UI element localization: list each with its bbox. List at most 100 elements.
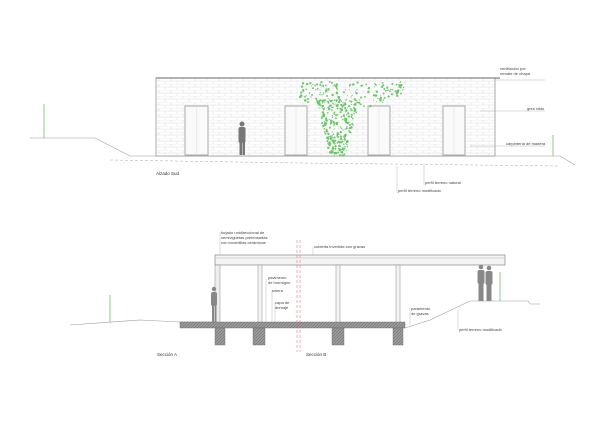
leaf	[346, 134, 348, 136]
leaf	[392, 89, 394, 91]
leaf	[327, 142, 329, 145]
label-modified-terrain: perfil terreno modificado	[398, 188, 441, 193]
floor-slab	[179, 321, 406, 329]
leaf	[326, 140, 329, 143]
leaf	[395, 91, 399, 94]
label-line: remate de chapa	[500, 71, 531, 76]
leaf	[336, 99, 338, 101]
section-b-title: Sección B	[306, 352, 327, 357]
leaf	[332, 141, 335, 144]
leaf	[311, 93, 314, 96]
leaf	[319, 93, 321, 96]
leaf	[333, 136, 336, 139]
leaf	[348, 104, 351, 108]
leaf	[342, 91, 345, 94]
leaf	[338, 141, 341, 144]
leaf	[372, 94, 376, 97]
leaf	[346, 126, 348, 128]
leaf	[327, 132, 330, 136]
leaf	[337, 95, 340, 99]
leaf	[320, 81, 323, 84]
leaf	[350, 115, 353, 119]
leaf	[356, 88, 358, 91]
leaf	[325, 131, 328, 133]
label-wall: gres visto	[527, 106, 545, 111]
leaf	[332, 148, 334, 150]
leaf	[312, 84, 314, 86]
leaf	[325, 119, 328, 122]
leaf	[321, 122, 324, 125]
leaf	[335, 100, 338, 103]
leaf	[307, 98, 309, 100]
leaf	[320, 104, 322, 107]
leaf	[400, 92, 402, 95]
leaf	[338, 154, 342, 157]
leaf	[308, 92, 311, 94]
leaf	[349, 131, 352, 134]
leaf	[331, 136, 333, 139]
leaf	[342, 102, 344, 104]
leaf	[375, 100, 378, 102]
leaf	[349, 89, 351, 91]
leaf	[324, 117, 328, 120]
leaf	[325, 84, 327, 87]
leaf	[327, 146, 330, 150]
leaf	[347, 112, 350, 114]
leaf	[300, 85, 304, 88]
leaf	[333, 104, 335, 106]
leaf	[379, 97, 382, 100]
leaf	[310, 85, 313, 87]
leaf	[345, 99, 348, 101]
leaf	[337, 151, 340, 154]
leaf	[363, 105, 365, 107]
leaf	[333, 84, 336, 86]
leaf	[353, 98, 356, 101]
leaf	[348, 85, 351, 87]
label-line: forjado unidireccional de	[221, 230, 265, 235]
leaf	[340, 103, 343, 107]
leaf	[335, 121, 339, 125]
leaf	[348, 129, 350, 132]
leaf	[386, 86, 389, 89]
leaf	[388, 90, 391, 93]
leaf	[331, 114, 334, 117]
leaf	[345, 114, 348, 116]
leaf	[336, 132, 339, 135]
leaf	[335, 103, 337, 105]
leaf	[336, 135, 338, 137]
leaf	[404, 81, 406, 83]
leaf	[317, 102, 320, 105]
leaf	[332, 85, 334, 87]
column	[257, 264, 263, 324]
leaf	[397, 89, 400, 92]
leaf	[318, 107, 320, 109]
label-modified-terrain-section: perfil terreno modificado	[459, 327, 502, 332]
leaf	[344, 101, 346, 104]
leaf	[355, 92, 358, 95]
person-silhouette	[238, 121, 246, 155]
leaf	[330, 151, 333, 154]
leaf	[345, 150, 347, 152]
leaf	[323, 127, 326, 130]
leaf	[338, 98, 341, 102]
leaf	[351, 94, 353, 97]
leaf	[365, 83, 368, 86]
leaf	[332, 149, 334, 151]
two-people-silhouette	[477, 264, 493, 301]
leaf	[318, 103, 321, 106]
leaf	[352, 124, 354, 126]
leaf	[315, 89, 317, 91]
leaf	[341, 139, 343, 141]
leaf	[378, 83, 380, 85]
leaf	[348, 84, 351, 86]
leaf	[334, 139, 337, 142]
leaf	[321, 104, 324, 108]
leaf	[328, 118, 331, 120]
leaf	[344, 106, 347, 110]
leaf	[325, 128, 328, 132]
leaf	[345, 143, 347, 145]
leaf	[377, 97, 379, 100]
leaf	[327, 107, 331, 111]
leaf	[347, 107, 349, 109]
leaf	[345, 109, 347, 111]
